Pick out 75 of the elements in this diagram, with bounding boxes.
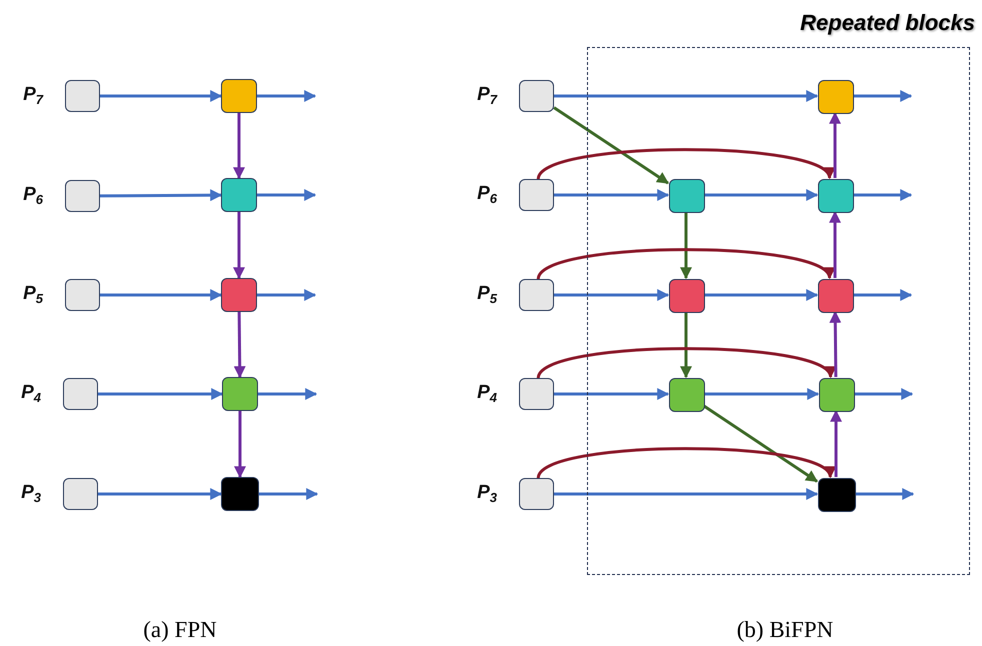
arrow [536, 447, 832, 479]
arrow [234, 312, 246, 378]
arrow [680, 312, 692, 378]
arrow [704, 289, 818, 301]
feature-node [65, 180, 100, 212]
arrow [257, 189, 316, 201]
arrow [536, 347, 832, 379]
arrow [704, 189, 818, 201]
arrow [257, 289, 316, 301]
arrow [853, 90, 912, 102]
level-label: P$_{4}$ [477, 383, 497, 407]
feature-node [222, 377, 258, 411]
level-label: P$_{6}$ [23, 185, 43, 209]
arrow [704, 388, 820, 400]
arrow [554, 388, 670, 400]
feature-node [65, 80, 100, 112]
arrow [259, 488, 318, 500]
arrow [100, 90, 222, 102]
level-label: P$_{7}$ [23, 85, 43, 109]
arrow [553, 106, 669, 184]
level-label: P$_{5}$ [477, 284, 497, 308]
arrow [829, 112, 841, 178]
arrow [258, 388, 318, 400]
feature-node [669, 279, 705, 313]
arrow [554, 90, 818, 102]
feature-node [519, 279, 554, 311]
level-label: P$_{5}$ [23, 284, 43, 308]
feature-node [669, 179, 705, 213]
feature-node [519, 378, 554, 410]
feature-node [818, 478, 856, 512]
arrow [854, 388, 914, 400]
feature-node [818, 279, 854, 313]
arrow [830, 410, 842, 477]
arrow [829, 310, 842, 378]
panel-caption: (b) BiFPN [736, 617, 834, 643]
feature-node [221, 278, 257, 312]
feature-node [519, 80, 554, 112]
arrow [554, 189, 670, 201]
arrow [853, 289, 912, 301]
level-label: P$_{3}$ [21, 483, 41, 507]
arrow [703, 404, 818, 483]
arrow [98, 388, 224, 400]
arrow [536, 148, 831, 180]
arrow [100, 189, 222, 202]
feature-node [669, 378, 705, 412]
arrow [536, 248, 831, 280]
arrow [257, 90, 316, 102]
feature-node [221, 178, 257, 212]
arrow [829, 210, 841, 278]
feature-node [221, 79, 257, 113]
level-label: P$_{3}$ [477, 483, 497, 507]
arrow [234, 411, 246, 478]
arrow [680, 212, 692, 280]
level-label: P$_{4}$ [21, 383, 41, 407]
feature-node [818, 80, 854, 114]
level-label: P$_{6}$ [477, 184, 497, 208]
feature-node [221, 477, 259, 511]
feature-node [63, 378, 98, 410]
feature-node [519, 179, 554, 211]
arrow [98, 488, 222, 500]
frame-title: Repeated blocks [800, 10, 975, 36]
feature-node [65, 279, 100, 311]
arrow [554, 488, 818, 500]
feature-node [818, 179, 854, 213]
feature-node [63, 478, 98, 510]
panel-caption: (a) FPN [143, 617, 217, 643]
arrow [233, 212, 245, 280]
feature-node [819, 378, 855, 412]
arrow [853, 189, 912, 201]
arrow [100, 289, 222, 301]
arrow [233, 113, 245, 180]
level-label: P$_{7}$ [477, 85, 497, 109]
feature-node [519, 478, 554, 510]
arrow [855, 488, 914, 500]
arrow [554, 289, 670, 301]
